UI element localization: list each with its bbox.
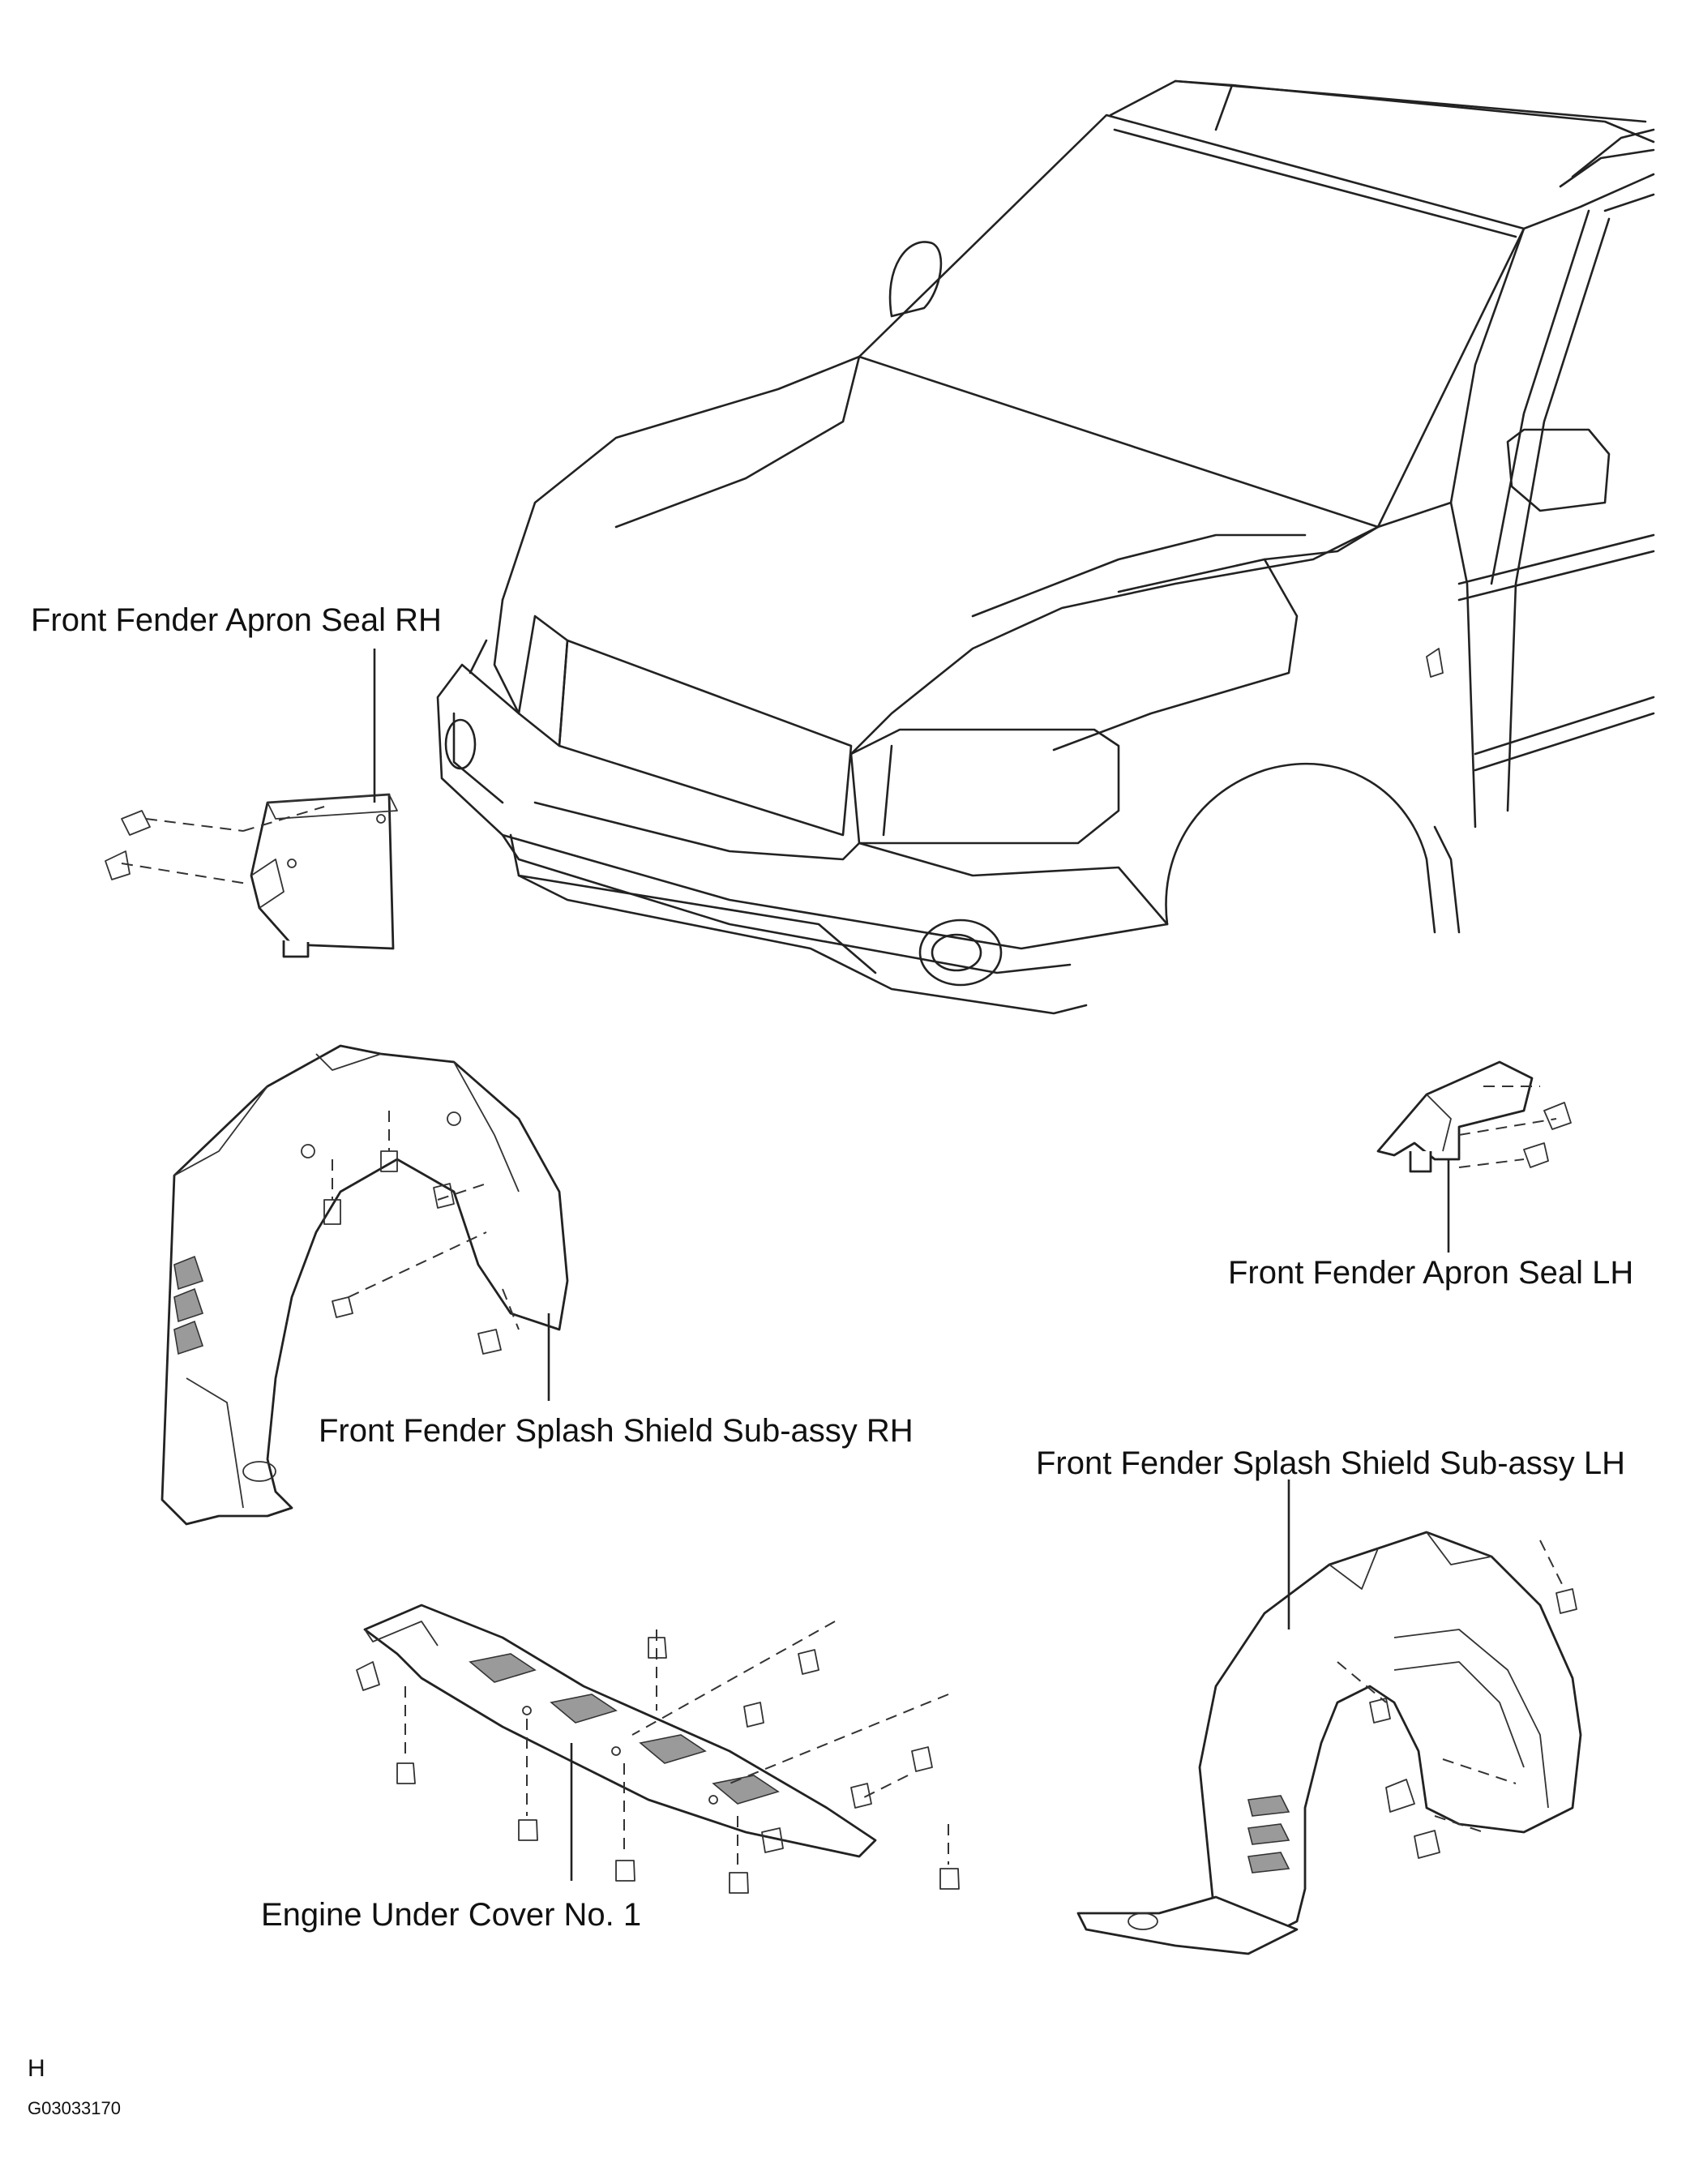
footer-letter: H <box>28 2055 45 2082</box>
label-apron-seal-rh: Front Fender Apron Seal RH <box>31 602 442 638</box>
engine-under-cover-part <box>356 1604 960 1894</box>
label-splash-shield-lh: Front Fender Splash Shield Sub-assy LH <box>1036 1445 1626 1481</box>
splash-shield-lh-part <box>1076 1531 1582 1955</box>
label-splash-shield-rh: Front Fender Splash Shield Sub-assy RH <box>319 1413 914 1449</box>
label-apron-seal-lh: Front Fender Apron Seal LH <box>1228 1255 1634 1291</box>
apron-seal-rh-part <box>105 793 398 958</box>
label-engine-under-cover: Engine Under Cover No. 1 <box>261 1897 642 1933</box>
vehicle-front-outline <box>436 79 1655 1015</box>
apron-seal-lh-part <box>1376 1060 1572 1173</box>
footer-figure-code: G03033170 <box>28 2098 121 2118</box>
splash-shield-rh-part <box>160 1044 569 1526</box>
